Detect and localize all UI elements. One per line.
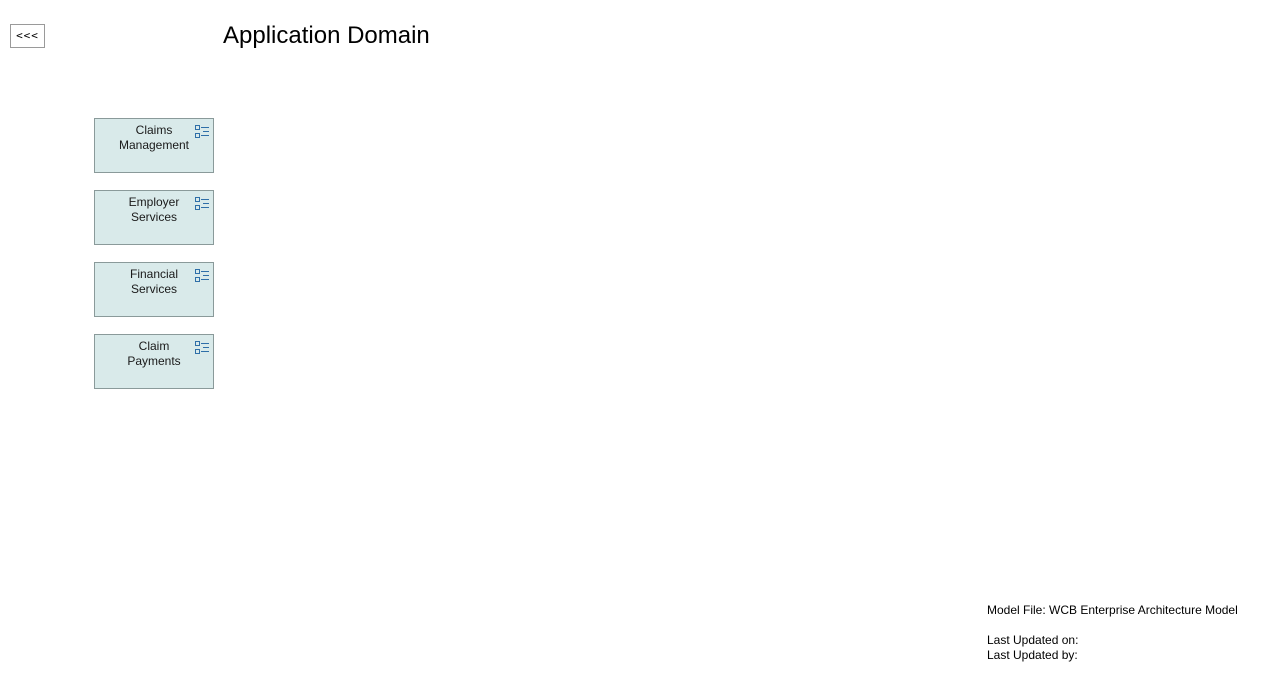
component-label: Financial Services <box>129 267 179 296</box>
component-claims-management[interactable]: Claims Management <box>94 118 214 173</box>
application-component-icon <box>195 197 209 210</box>
component-claim-payments[interactable]: Claim Payments <box>94 334 214 389</box>
component-label: Employer Services <box>128 195 180 224</box>
component-label: Claims Management <box>118 123 190 152</box>
model-info-footer: Model File: WCB Enterprise Architecture … <box>987 603 1238 663</box>
application-component-icon <box>195 125 209 138</box>
application-component-icon <box>195 269 209 282</box>
last-updated-on-label: Last Updated on: <box>987 633 1079 647</box>
component-label: Claim Payments <box>127 339 181 368</box>
page-title: Application Domain <box>223 22 430 49</box>
component-financial-services[interactable]: Financial Services <box>94 262 214 317</box>
last-updated-by-label: Last Updated by: <box>987 648 1078 662</box>
model-file-label: Model File: WCB Enterprise Architecture … <box>987 603 1238 617</box>
back-button[interactable]: <<< <box>10 24 45 48</box>
application-component-icon <box>195 341 209 354</box>
component-employer-services[interactable]: Employer Services <box>94 190 214 245</box>
